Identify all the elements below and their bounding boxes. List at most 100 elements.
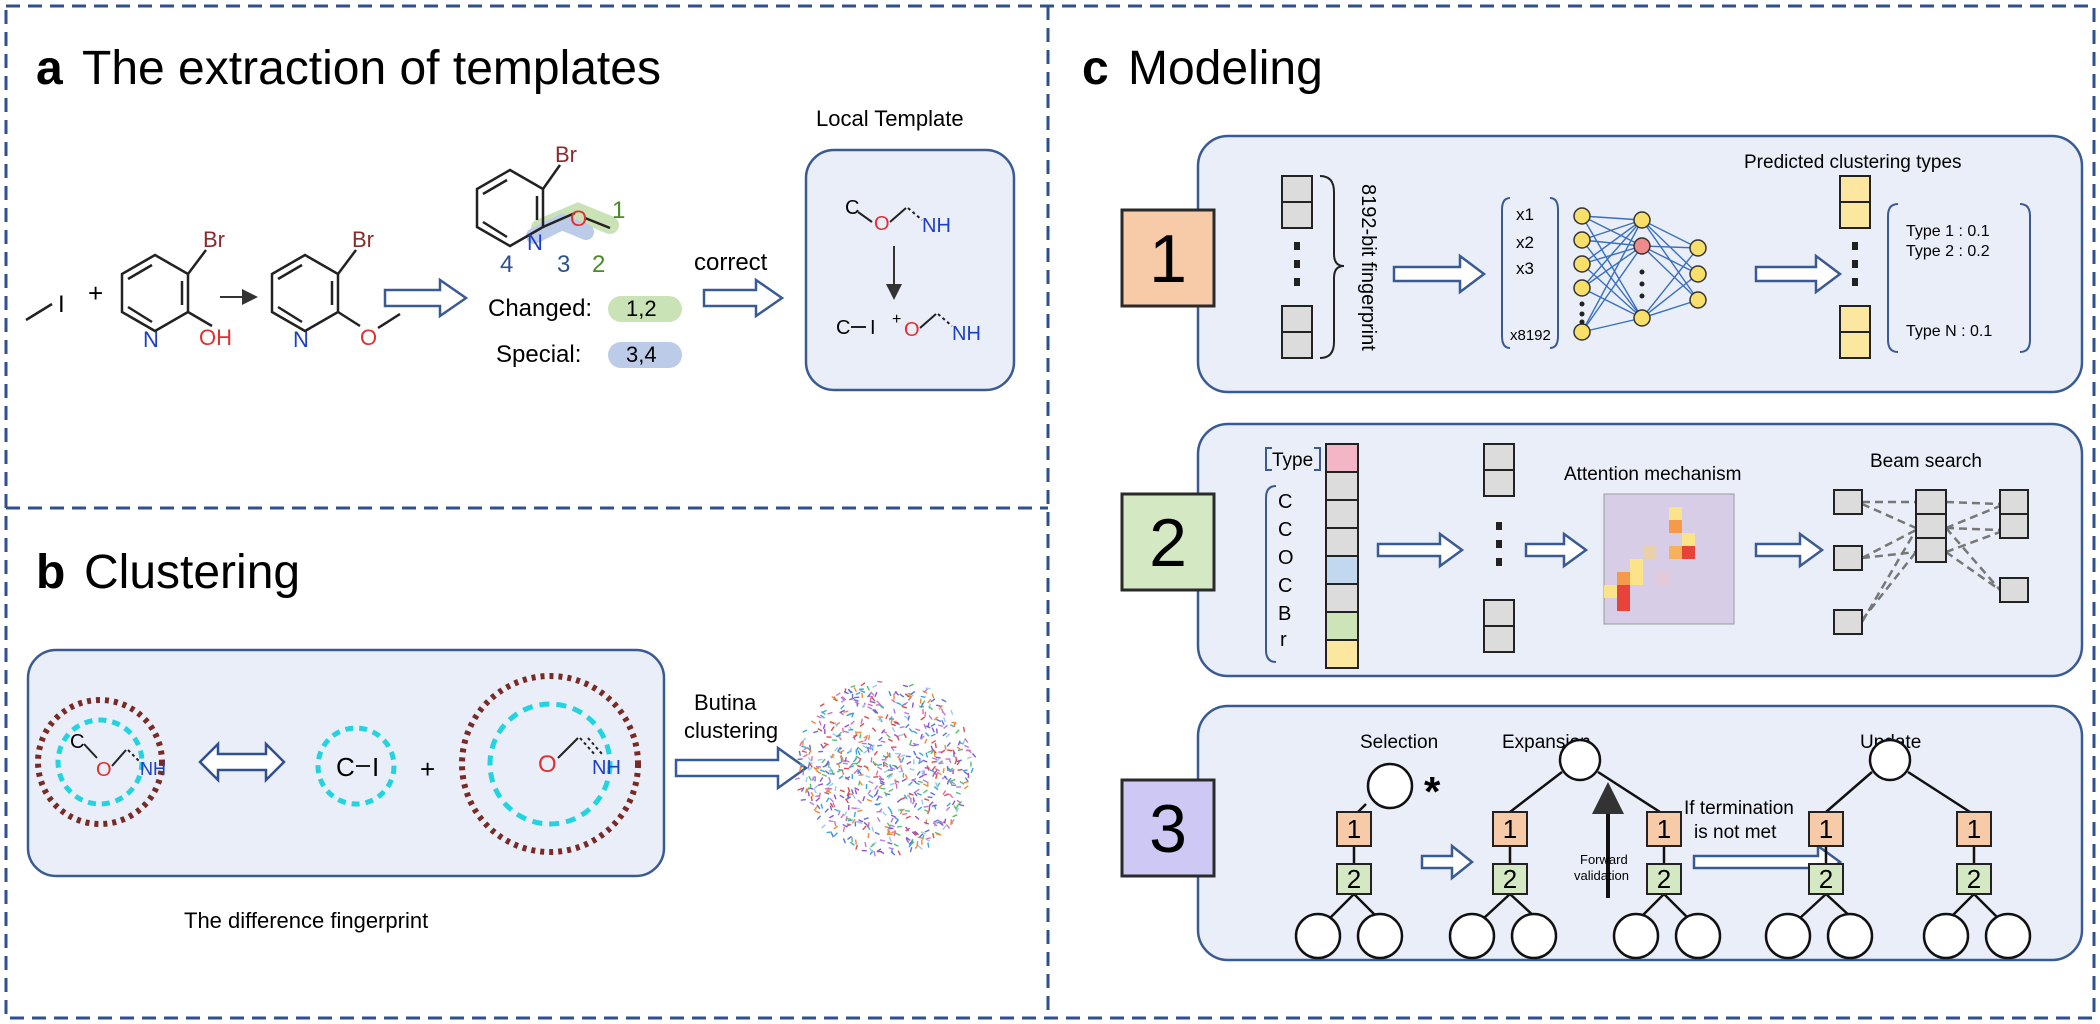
- fingerprint-vector: [1281, 175, 1313, 359]
- right-arrow-icon: [383, 277, 469, 319]
- local-template-title: Local Template: [816, 106, 964, 131]
- type-1-prob: Type 1 : 0.1: [1906, 223, 1990, 240]
- type-n-prob: Type N : 0.1: [1906, 323, 1992, 340]
- changed-value: 1,2: [626, 296, 657, 321]
- token-label: O: [1278, 547, 1294, 569]
- atom-O: O: [360, 325, 377, 350]
- tree-node-1: [1336, 811, 1372, 847]
- atom-OH: OH: [199, 325, 232, 350]
- atom-O: O: [904, 319, 920, 341]
- tree-node-1: [1808, 811, 1844, 847]
- panel-c: c Modeling 1 8192-bit fingerprint x1 x2 …: [1082, 42, 2084, 962]
- atom-O: O: [570, 206, 587, 231]
- atom-C: C: [836, 317, 850, 339]
- star-icon: *: [1424, 768, 1441, 815]
- token-label: C: [1278, 491, 1292, 513]
- atom-NH: NH: [592, 757, 621, 779]
- atom-index-3: 3: [557, 251, 570, 278]
- outer-ring: [35, 697, 165, 827]
- tree-node-2-label: 2: [1819, 864, 1833, 894]
- input-x3: x3: [1516, 259, 1534, 278]
- double-arrow-icon: [198, 740, 286, 784]
- atom-Br: Br: [352, 227, 374, 252]
- input-vector: x1 x2 x3 x8192: [1510, 205, 1551, 344]
- token-label: C: [1278, 575, 1292, 597]
- vertical-dots: [1294, 242, 1300, 286]
- predicted-types-title: Predicted clustering types: [1744, 152, 1962, 173]
- token-labels: C C O C B r: [1278, 491, 1294, 651]
- heatmap-cell: [1630, 559, 1643, 572]
- forward-label: Forward: [1580, 852, 1628, 867]
- tree-node-1-label: 1: [1967, 814, 1981, 844]
- atom-O: O: [538, 751, 557, 778]
- butina-label: Butina: [694, 690, 757, 715]
- atom-I: I: [372, 752, 379, 782]
- step2-number: 2: [1149, 505, 1187, 581]
- beam-search-label: Beam search: [1870, 451, 1982, 472]
- right-arrow-icon: [1754, 253, 1843, 295]
- right-arrow-icon: [1524, 531, 1589, 569]
- changed-label: Changed:: [488, 295, 592, 322]
- atom-N: N: [293, 327, 309, 352]
- type-token-label: Type: [1272, 450, 1313, 471]
- atom-N: N: [527, 230, 543, 255]
- step3-badge: [1120, 778, 1216, 878]
- atom-NH: NH: [952, 323, 981, 345]
- iodomethane: I: [25, 291, 65, 322]
- atom-C: C: [70, 731, 84, 753]
- atom-index-1: 1: [612, 197, 625, 224]
- special-badge: [608, 342, 682, 368]
- right-arrow-icon: [1392, 253, 1487, 295]
- tree-node-2-label: 2: [1503, 864, 1517, 894]
- attention-heatmap: [1603, 493, 1735, 625]
- validation-label: validation: [1574, 868, 1629, 883]
- heatmap-cell: [1682, 533, 1695, 546]
- panel-borders: [4, 4, 2096, 1020]
- step1-number: 1: [1149, 221, 1187, 297]
- not-met-label: is not met: [1694, 822, 1777, 843]
- heatmap-cell: [1669, 546, 1682, 559]
- changed-badge: [608, 296, 682, 322]
- token-label: B: [1278, 603, 1291, 625]
- plus-sign: +: [420, 754, 435, 784]
- selection-label: Selection: [1360, 732, 1438, 753]
- fingerprint-label: 8192-bit fingerprint: [1357, 184, 1379, 351]
- panel-a-title: The extraction of templates: [82, 42, 661, 95]
- beam-search-graph: [1833, 489, 2029, 635]
- termination-label: If termination: [1684, 798, 1794, 819]
- right-arrow-icon: [1420, 843, 1475, 881]
- tree-node-1: [1646, 811, 1682, 847]
- inner-ring: [315, 725, 397, 807]
- special-label: Special:: [496, 341, 581, 368]
- right-arrow-icon: [674, 745, 809, 791]
- panel-c-title: Modeling: [1128, 42, 1323, 95]
- atom-Br: Br: [203, 227, 225, 252]
- bromopyridinol: [120, 249, 213, 333]
- token-label: C: [1278, 519, 1292, 541]
- tree-node-2-label: 2: [1657, 864, 1671, 894]
- local-template-content: C O NH C I + O NH: [836, 197, 981, 345]
- atom-I: I: [58, 291, 65, 318]
- fingerprint-box: [26, 648, 666, 878]
- brace: [1319, 175, 1345, 359]
- atom-O: O: [96, 759, 112, 781]
- tree-node-1-label: 1: [1503, 814, 1517, 844]
- input-x2: x2: [1516, 233, 1534, 252]
- heatmap-cell: [1604, 585, 1617, 598]
- tree-node-2: [1492, 863, 1528, 895]
- tree-node-1-label: 1: [1657, 814, 1671, 844]
- product-molecule: [270, 249, 401, 333]
- heatmap-cell: [1630, 572, 1643, 585]
- type-2-prob: Type 2 : 0.2: [1906, 243, 1990, 260]
- outer-ring: [459, 673, 641, 855]
- atom-NH: NH: [922, 215, 951, 237]
- panel-a: a The extraction of templates I + Br N O…: [25, 42, 1016, 392]
- correct-label: correct: [694, 249, 768, 276]
- neural-network: [1573, 207, 1707, 341]
- tree-node-2-label: 2: [1347, 864, 1361, 894]
- inner-ring: [487, 701, 613, 827]
- panel-b-title: Clustering: [84, 546, 300, 599]
- ion-plus: +: [892, 311, 901, 328]
- right-arrow-icon: [702, 277, 785, 319]
